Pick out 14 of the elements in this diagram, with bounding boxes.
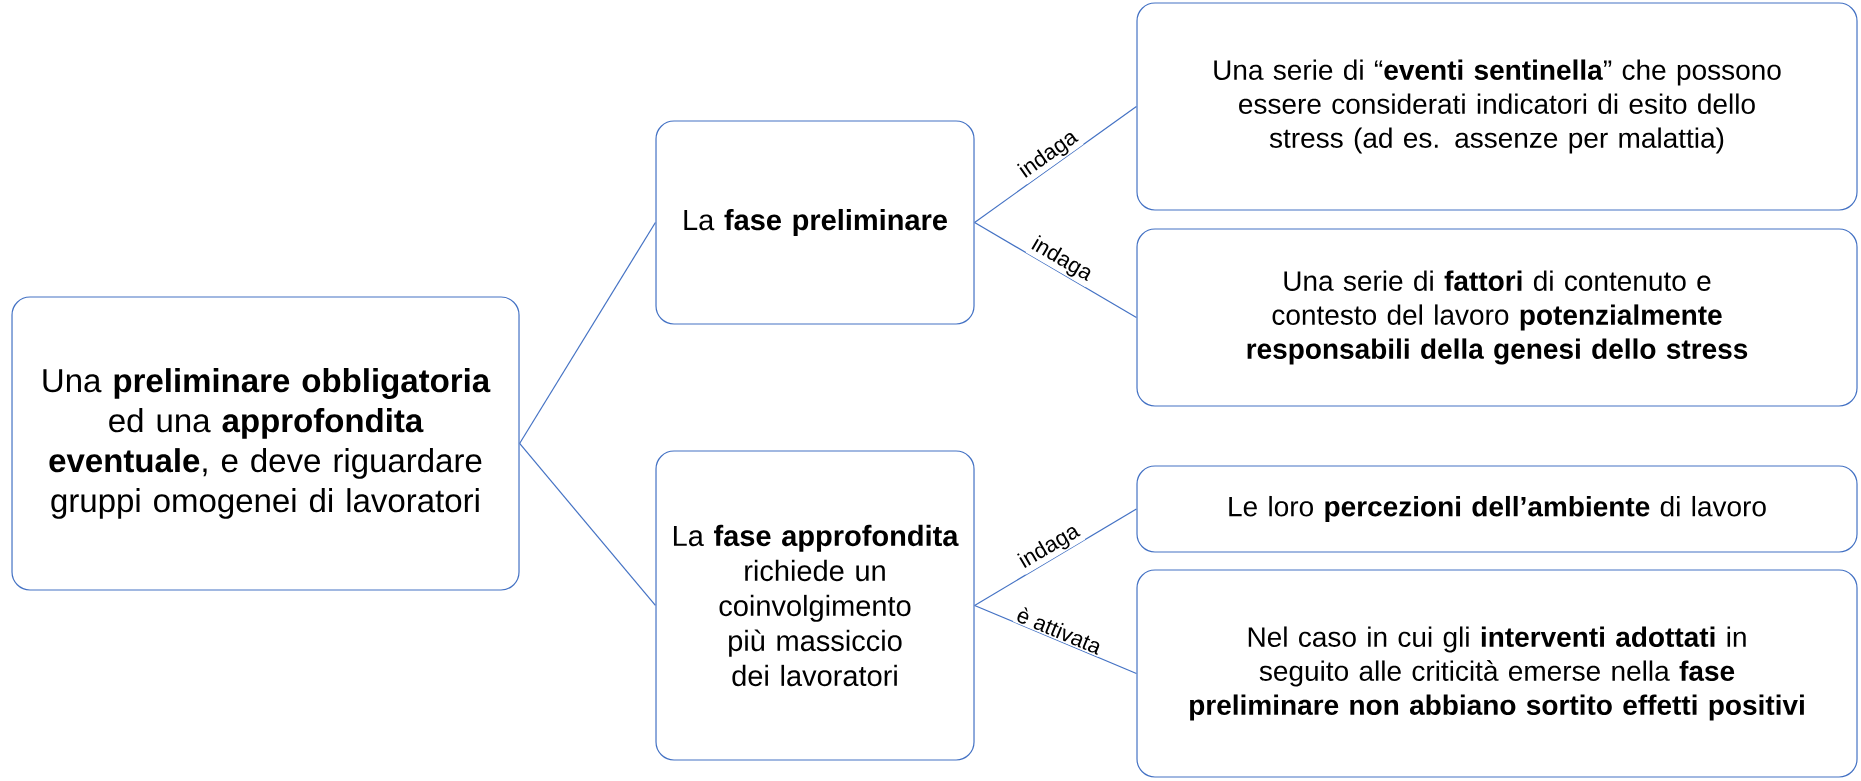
text-box: La fase preliminare xyxy=(655,120,975,325)
text-box: Una serie di fattori di contenuto e contesto del lavoro potenzialmente responsabili della genesi dello stress xyxy=(1136,228,1858,407)
text-box: Una preliminare obbligatoria ed una approfondita eventuale, e deve riguardare gruppi omogenei di lavoratori xyxy=(11,296,520,591)
text-box: Nel caso in cui gli interventi adottati in seguito alle criticità emerse nella fase preliminare non abbiano sortito effetti positivi xyxy=(1136,569,1858,778)
text-box: Una serie di “eventi sentinella” che possono essere considerati indicatori di esito dello stress (ad es. assenze per malattia) xyxy=(1136,2,1858,211)
text-box: La fase approfondita richiede un coinvolgimento più massiccio dei lavoratori xyxy=(655,450,975,761)
edge-label: è attivata xyxy=(1013,603,1106,658)
connector-line xyxy=(519,221,656,445)
connector-line xyxy=(519,442,656,607)
connector-line xyxy=(974,604,1137,675)
connector-line xyxy=(974,221,1137,319)
connector-line xyxy=(974,105,1137,224)
connector-line xyxy=(974,508,1137,607)
text-box: Le loro percezioni dell’ambiente di lavoro xyxy=(1136,465,1858,553)
